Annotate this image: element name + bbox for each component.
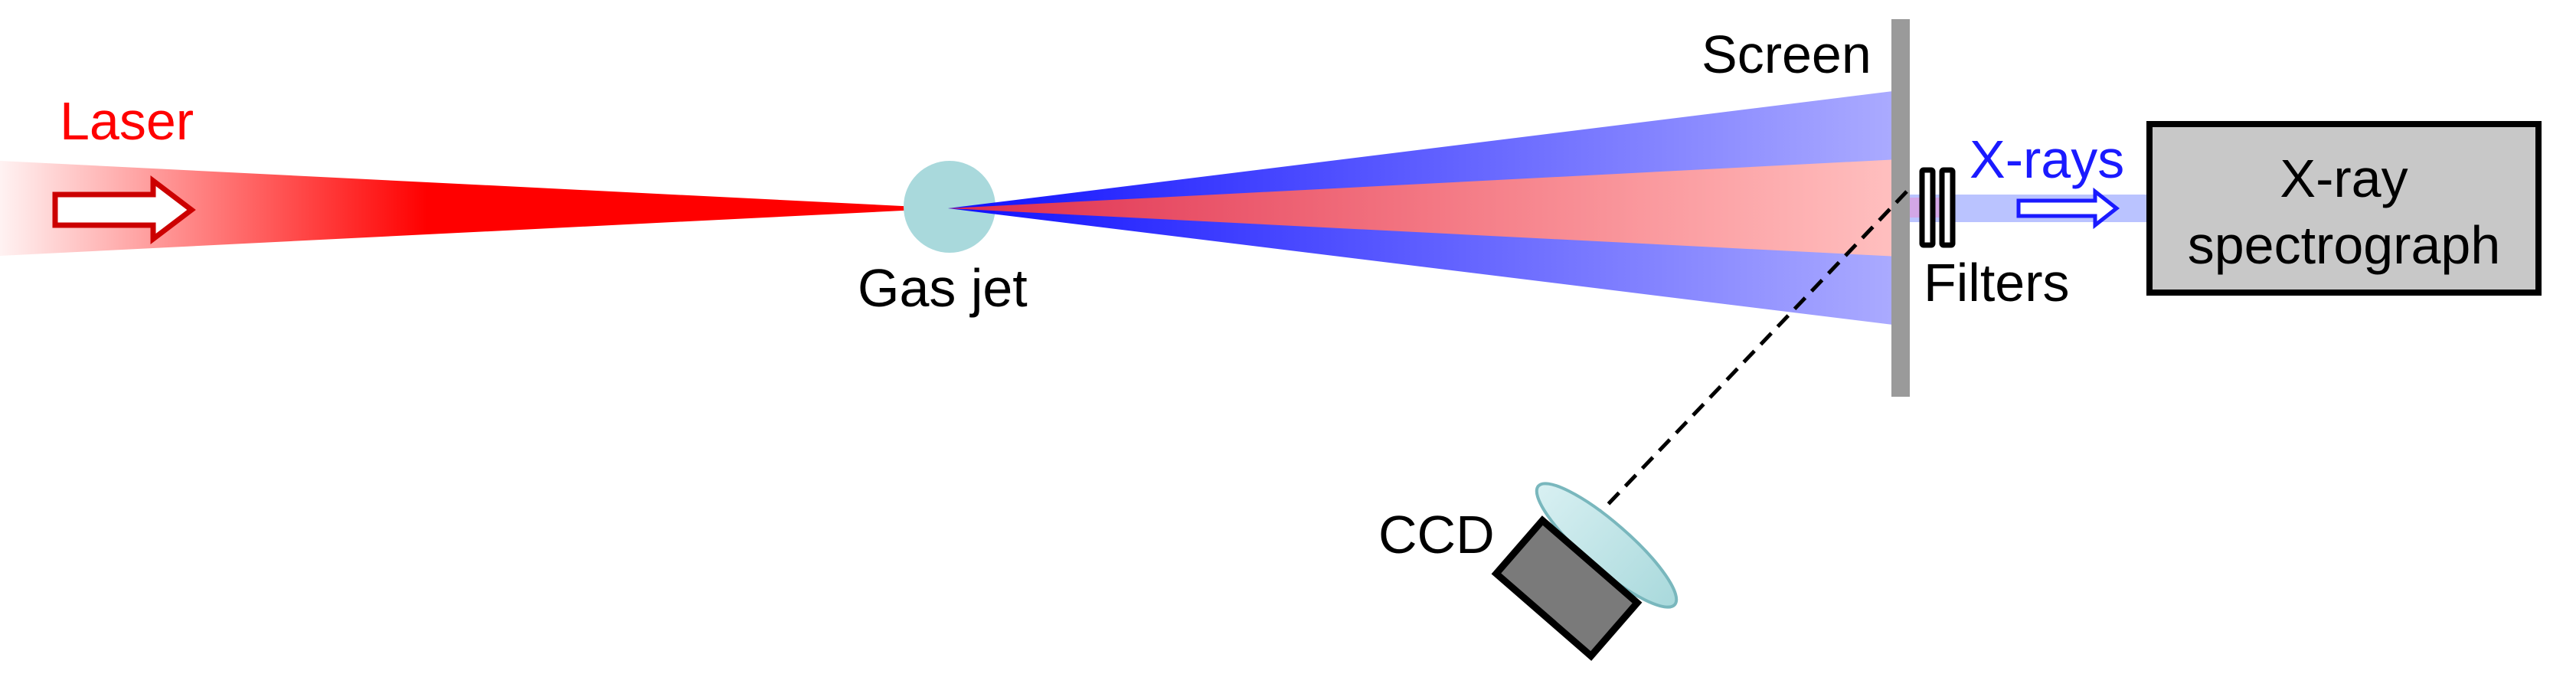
xray-direction-arrow-icon xyxy=(2016,187,2120,230)
filter-2 xyxy=(1939,167,1956,248)
transmitted-laser-cone xyxy=(948,159,1899,257)
gas-jet-circle xyxy=(904,161,995,253)
ccd-sightline xyxy=(1547,190,1908,568)
spectrograph-label-line1: X-ray xyxy=(2280,149,2408,208)
screen xyxy=(1891,19,1910,397)
gas-jet-label: Gas jet xyxy=(858,258,1028,318)
xrays-label: X-rays xyxy=(1970,129,2124,189)
laser-beam xyxy=(0,161,948,256)
spectrograph-label-line2: spectrograph xyxy=(2188,215,2501,275)
screen-label: Screen xyxy=(1702,25,1872,84)
filters-label: Filters xyxy=(1924,253,2070,312)
laser-label: Laser xyxy=(60,91,194,151)
ccd-camera-body xyxy=(1491,515,1643,661)
laser-direction-arrow-icon xyxy=(52,175,196,245)
filter-1 xyxy=(1919,167,1936,248)
xray-spectrograph-box xyxy=(2146,121,2542,296)
ccd-label: CCD xyxy=(1378,505,1495,564)
